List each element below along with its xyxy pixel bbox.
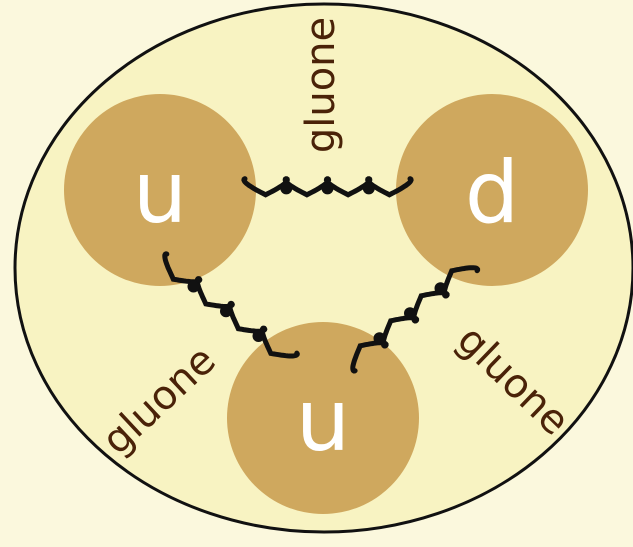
quark-down-label: d [465, 143, 520, 243]
gluon-top-label: gluone [298, 17, 344, 153]
quark-up-bottom-circle [227, 322, 419, 514]
gluon-knot [280, 182, 293, 195]
gluon-left-spring [162, 251, 300, 359]
quark-up-left-label: u [133, 143, 188, 243]
quark-up-bottom-label: u [296, 371, 351, 471]
gluon-top-spring [241, 176, 414, 198]
gluon-knot [373, 332, 386, 345]
gluon-coil [162, 251, 300, 359]
gluon-knot [362, 182, 375, 195]
gluon-knot [187, 280, 200, 293]
gluon-knot [434, 282, 447, 295]
gluon-coil [241, 176, 414, 198]
gluon-knot [321, 182, 334, 195]
quark-down-circle [396, 94, 588, 286]
gluon-knot [252, 330, 265, 342]
gluon-right-spring [350, 265, 481, 374]
quark-up-left-circle [64, 94, 256, 286]
gluon-knot [220, 305, 232, 318]
gluon-knot [404, 307, 416, 320]
